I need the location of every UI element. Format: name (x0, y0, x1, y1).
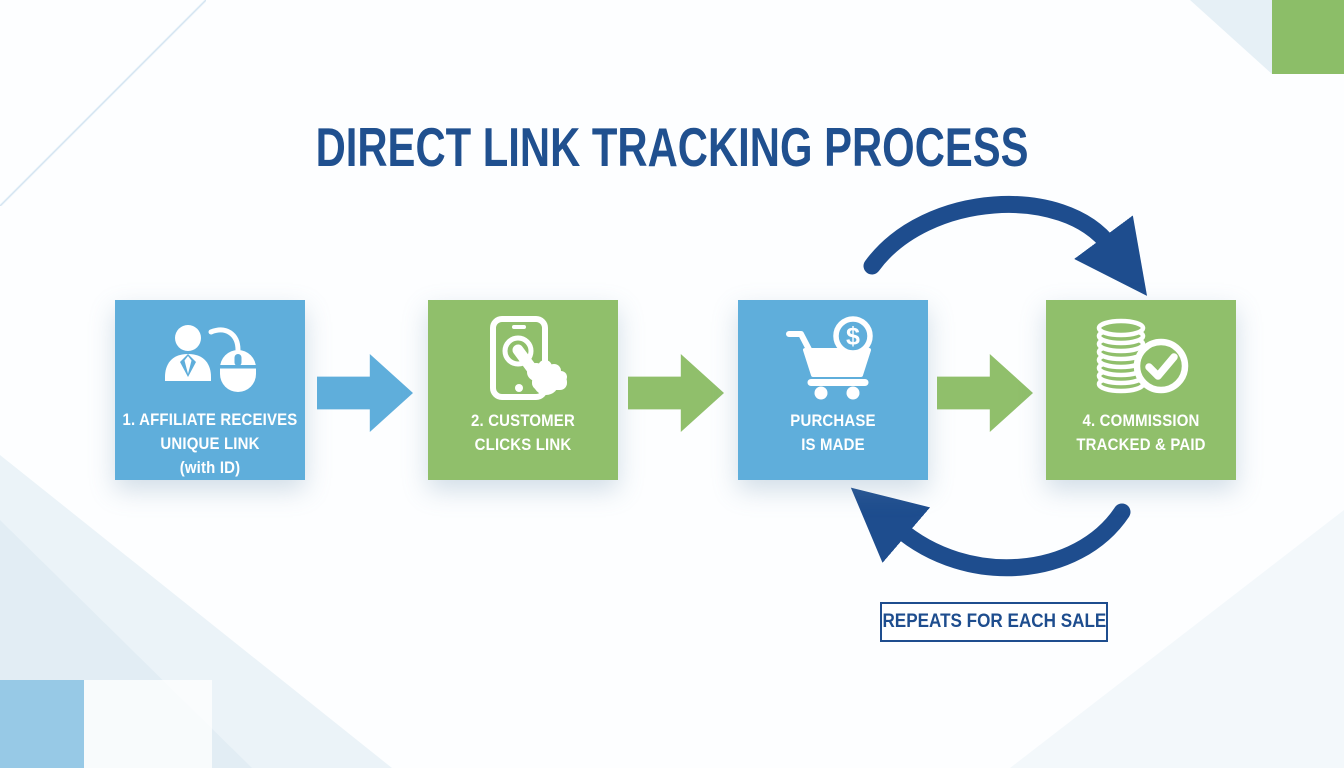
step-label: 2. CUSTOMER CLICKS LINK (471, 411, 575, 454)
right-arrow-icon (937, 354, 1033, 432)
cart-dollar-icon: $ (781, 314, 886, 402)
step-label: 1. AFFILIATE RECEIVES UNIQUE LINK (with … (122, 410, 298, 477)
cycle-arrow-forward-icon (863, 195, 1148, 296)
coins-check-icon (1089, 314, 1194, 402)
top-right-triangle-decoration (1190, 0, 1272, 74)
top-right-green-square-decoration (1272, 0, 1344, 74)
cycle-arrow-return-icon (850, 487, 1131, 577)
diagonal-line-decoration (0, 0, 206, 206)
step-box-customer-clicks-link: 2. CUSTOMER CLICKS LINK (428, 300, 618, 480)
bottom-left-white-square-decoration (84, 680, 212, 768)
step-box-affiliate-receives-link: 1. AFFILIATE RECEIVES UNIQUE LINK (with … (115, 300, 305, 480)
page-title: DIRECT LINK TRACKING PROCESS (315, 116, 1029, 178)
step-label: PURCHASE IS MADE (790, 411, 876, 454)
step-label: 4. COMMISSION TRACKED & PAID (1076, 411, 1206, 454)
repeats-for-each-sale-badge: REPEATS FOR EACH SALE (880, 602, 1108, 642)
right-arrow-icon (317, 354, 413, 432)
affiliate-person-mouse-icon (158, 314, 263, 401)
right-arrow-icon (628, 354, 724, 432)
step-box-commission-tracked-paid: 4. COMMISSION TRACKED & PAID (1046, 300, 1236, 480)
repeats-label: REPEATS FOR EACH SALE (882, 611, 1106, 632)
step-box-purchase-is-made: $ PURCHASE IS MADE (738, 300, 928, 480)
svg-text:$: $ (846, 323, 860, 351)
bottom-left-blue-square-decoration (0, 680, 84, 768)
phone-tap-icon (473, 314, 573, 402)
